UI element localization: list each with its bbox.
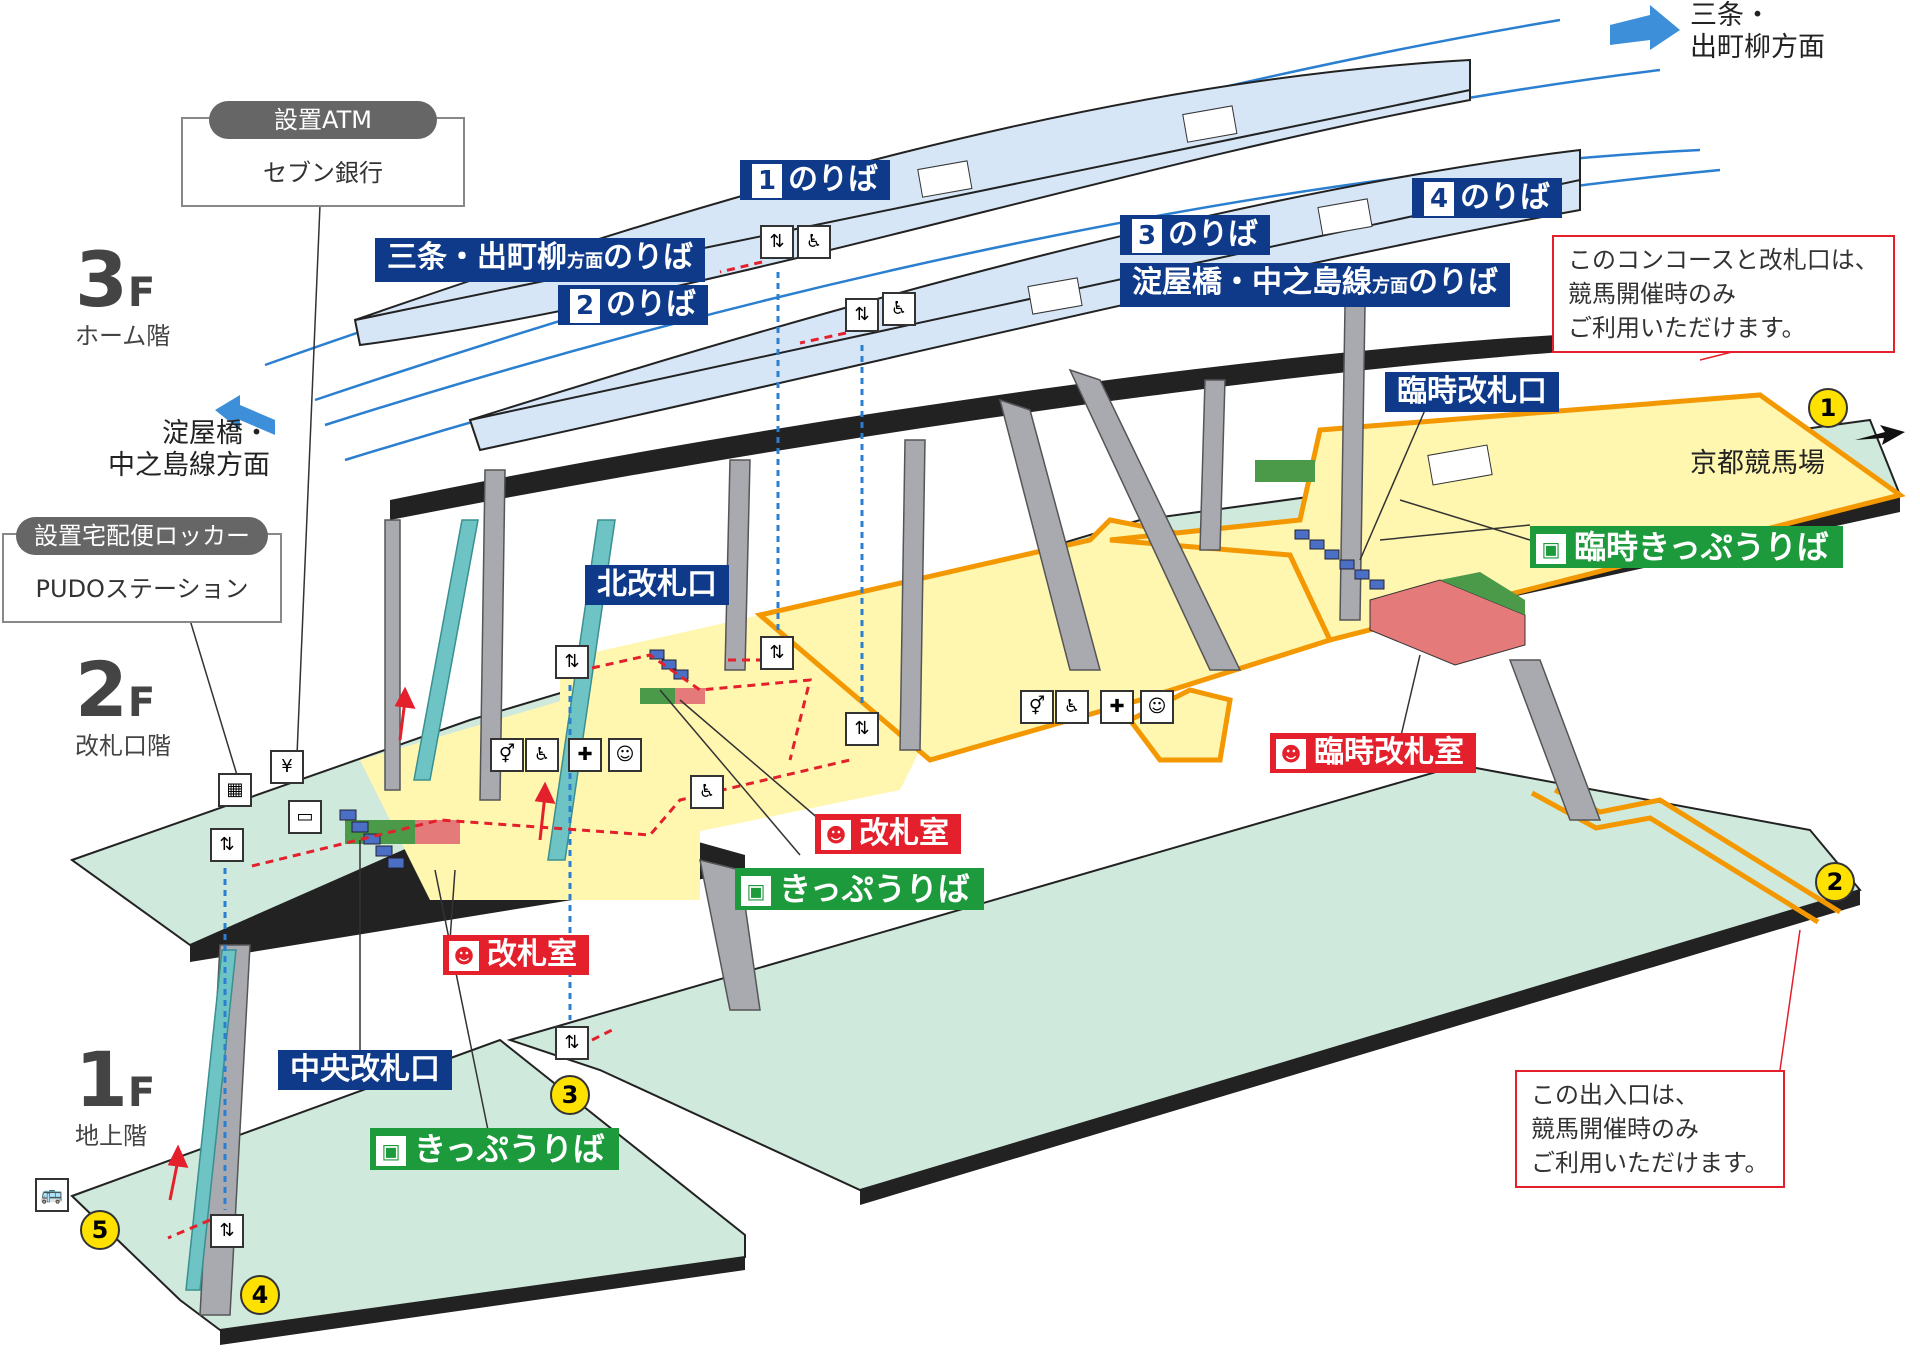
rinji-office-label: ☻臨時改札室 bbox=[1270, 733, 1476, 773]
staff-icon: ☻ bbox=[449, 940, 479, 971]
up-arrows bbox=[167, 686, 556, 1201]
gates bbox=[345, 460, 1526, 844]
platform-yodoyabashi-label: 淀屋橋・中之島線方面のりば bbox=[1120, 263, 1510, 307]
elevator-icon: ⇅ bbox=[845, 298, 879, 332]
waiting-icon: ♿ bbox=[797, 225, 831, 259]
atm-info-title: 設置ATM bbox=[209, 101, 437, 139]
note-exit: この出入口は、 競馬開催時のみ ご利用いただけます。 bbox=[1515, 1070, 1785, 1188]
toilet-icon: ⚥ bbox=[490, 738, 524, 772]
gate-rows bbox=[339, 529, 1385, 869]
ticket-machine-icon: ▣ bbox=[741, 876, 771, 906]
elevator-icon: ⇅ bbox=[760, 636, 794, 670]
floor-2f bbox=[69, 392, 1906, 962]
baby-icon: ☺ bbox=[608, 738, 642, 772]
leader-lines bbox=[189, 204, 1531, 1141]
locker-info-title: 設置宅配便ロッカー bbox=[16, 517, 268, 555]
floor-3f-label: 3F ホーム階 bbox=[75, 235, 171, 351]
toilet-icon: ⚥ bbox=[1020, 690, 1054, 724]
wheelchair-icon: ♿ bbox=[525, 738, 559, 772]
locker-icon: ▦ bbox=[218, 773, 252, 807]
elevator-icon: ⇅ bbox=[555, 1026, 589, 1060]
office-central-label: ☻改札室 bbox=[443, 935, 589, 975]
exit-4-marker: 4 bbox=[240, 1275, 280, 1315]
direction-arrows bbox=[215, 5, 1680, 435]
wheelchair-icon: ♿ bbox=[1055, 690, 1089, 724]
elevator-icon: ⇅ bbox=[760, 225, 794, 259]
exit-3-marker: 3 bbox=[550, 1075, 590, 1115]
office-north-label: ☻改札室 bbox=[815, 814, 961, 854]
platform-sanjo-label: 三条・出町柳方面のりば bbox=[375, 238, 705, 282]
keibajo-arrow bbox=[1855, 425, 1905, 445]
gate-chuo-label: 中央改札口 bbox=[278, 1050, 452, 1090]
rinji-ticket-label: ▣臨時きっぷうりば bbox=[1530, 526, 1843, 568]
ticket-north-label: ▣きっぷうりば bbox=[735, 868, 984, 910]
note-concourse: このコンコースと改札口は、 競馬開催時のみ ご利用いただけます。 bbox=[1552, 235, 1895, 353]
staff-icon: ☻ bbox=[821, 819, 851, 850]
locker-info-box: 設置宅配便ロッカー PUDOステーション bbox=[2, 517, 282, 623]
accessible-routes bbox=[167, 260, 851, 1240]
waiting-icon: ♿ bbox=[882, 292, 916, 326]
direction-keibajo: 京都競馬場 bbox=[1690, 448, 1825, 479]
floor-1f-label: 1F 地上階 bbox=[75, 1035, 156, 1151]
floor-2f-label: 2F 改札口階 bbox=[75, 645, 171, 761]
ostomate-icon: ✚ bbox=[568, 738, 602, 772]
locker-info-body: PUDOステーション bbox=[35, 575, 249, 603]
baby-icon: ☺ bbox=[1140, 690, 1174, 724]
gate-kita-label: 北改札口 bbox=[585, 565, 729, 605]
exit-5-marker: 5 bbox=[80, 1210, 120, 1250]
ticket-machine-icon: ▣ bbox=[1536, 534, 1566, 564]
staff-icon: ☻ bbox=[1276, 738, 1306, 769]
direction-sanjo: 三条・ 出町柳方面 bbox=[1690, 0, 1825, 63]
ticket-machine-icon: ▣ bbox=[376, 1136, 406, 1166]
ticket-central-label: ▣きっぷうりば bbox=[370, 1128, 619, 1170]
exit-1-marker: 1 bbox=[1808, 388, 1848, 428]
direction-yodoyabashi: 淀屋橋・ 中之島線方面 bbox=[108, 418, 270, 481]
elevator-icon: ⇅ bbox=[845, 712, 879, 746]
gate-rinji-label: 臨時改札口 bbox=[1385, 372, 1559, 412]
bus-icon: 🚌 bbox=[35, 1178, 69, 1212]
wheelchair-icon: ♿ bbox=[690, 775, 724, 809]
elevator-icon: ⇅ bbox=[210, 1214, 244, 1248]
elevator-icon: ⇅ bbox=[210, 828, 244, 862]
atm-info-box: 設置ATM セブン銀行 bbox=[181, 101, 465, 207]
elevator-icon: ⇅ bbox=[555, 645, 589, 679]
ostomate-icon: ✚ bbox=[1100, 690, 1134, 724]
atm-icon: ¥ bbox=[270, 750, 304, 784]
exit-2-marker: 2 bbox=[1815, 862, 1855, 902]
atm-info-body: セブン銀行 bbox=[263, 159, 383, 187]
fare-adjust-icon: ▭ bbox=[288, 800, 322, 834]
